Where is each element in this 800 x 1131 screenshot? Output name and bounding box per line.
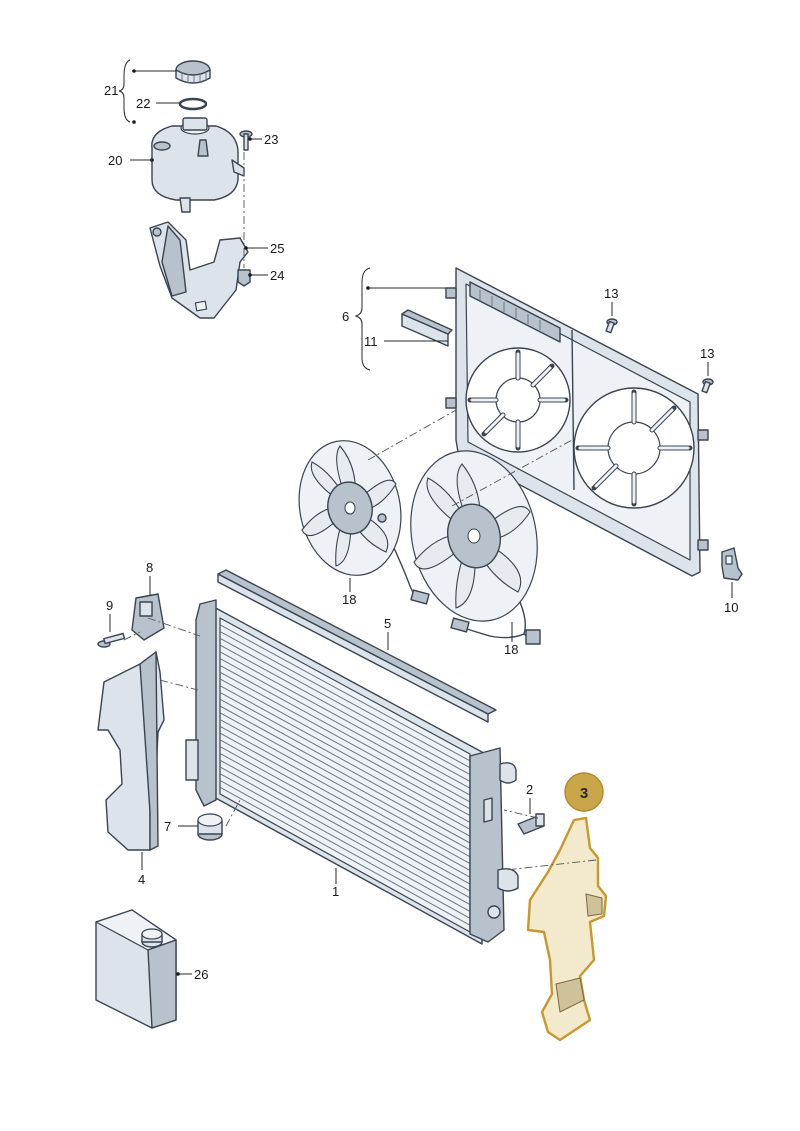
fan-left[interactable] — [287, 431, 430, 605]
radiator-fin — [219, 705, 471, 844]
radiator-fin — [219, 752, 471, 892]
radiator-fin — [219, 739, 471, 878]
radiator-fin — [219, 664, 471, 803]
expansion-tank-group — [149, 60, 253, 319]
label-8: 8 — [146, 560, 153, 575]
clip-24[interactable] — [237, 269, 251, 287]
screw-23[interactable] — [239, 130, 253, 151]
radiator-fin — [219, 685, 471, 823]
radiator-fin — [219, 644, 471, 782]
label-10: 10 — [724, 600, 738, 615]
fan-shroud[interactable] — [445, 267, 709, 577]
label-11: 11 — [364, 334, 378, 349]
label-7: 7 — [164, 819, 171, 834]
radiator-fin — [219, 786, 471, 926]
label-5: 5 — [384, 616, 391, 631]
label-25: 25 — [270, 241, 284, 256]
assembly-lines — [123, 409, 597, 871]
bracket-10[interactable] — [721, 547, 743, 581]
radiator-fin — [219, 692, 471, 830]
radiator-fin — [219, 671, 471, 810]
seal-strip[interactable] — [401, 309, 453, 347]
label-13b: 13 — [700, 346, 714, 361]
fan-right[interactable] — [395, 439, 552, 645]
label-1: 1 — [332, 884, 339, 899]
rubber-mount-7[interactable] — [197, 813, 223, 841]
label-23: 23 — [264, 132, 278, 147]
label-21: 21 — [104, 83, 118, 98]
tank-bracket[interactable] — [149, 221, 249, 319]
temperature-sensor[interactable] — [517, 813, 545, 835]
label-22: 22 — [136, 96, 150, 111]
radiator-fin — [219, 712, 471, 851]
radiator[interactable] — [185, 599, 519, 945]
radiator-fin — [219, 624, 471, 762]
label-18a: 18 — [342, 592, 356, 607]
radiator-fin — [219, 678, 471, 817]
label-24: 24 — [270, 268, 284, 283]
label-6: 6 — [342, 309, 349, 324]
rubber-mount-8[interactable] — [131, 593, 165, 641]
radiator-fin — [219, 725, 471, 864]
radiator-fin — [219, 780, 471, 919]
coolant-canister[interactable] — [95, 909, 177, 1029]
highlighted-air-guide-3[interactable] — [526, 816, 608, 1042]
screw-13a[interactable] — [605, 318, 618, 334]
part-3-badge: 3 — [564, 772, 604, 812]
radiator-fin — [219, 637, 471, 775]
air-guide-left[interactable] — [97, 651, 165, 851]
radiator-fin — [219, 698, 471, 837]
radiator-fin — [219, 766, 471, 906]
label-2: 2 — [526, 782, 533, 797]
label-20: 20 — [108, 153, 122, 168]
expansion-tank[interactable] — [151, 117, 245, 213]
label-26: 26 — [194, 967, 208, 982]
reservoir-cap[interactable] — [175, 60, 211, 84]
label-4: 4 — [138, 872, 145, 887]
leader-lines — [109, 59, 733, 976]
radiator-fin — [219, 631, 471, 769]
label-9: 9 — [106, 598, 113, 613]
label-13a: 13 — [604, 286, 618, 301]
label-18b: 18 — [504, 642, 518, 657]
top-seal-strip[interactable] — [217, 569, 497, 723]
part-3-badge-text: 3 — [580, 785, 588, 802]
radiator-fin — [219, 773, 471, 912]
radiator-fin — [219, 746, 471, 885]
radiator-fin — [219, 759, 471, 899]
callout-labels: 21 22 20 23 25 24 6 11 13 13 10 18 18 8 … — [104, 83, 738, 982]
seal-ring[interactable] — [178, 97, 208, 111]
radiator-fin — [219, 658, 471, 796]
radiator-fin — [219, 719, 471, 858]
screw-13b[interactable] — [701, 378, 714, 394]
radiator-fin — [219, 651, 471, 789]
radiator-fin — [219, 732, 471, 871]
screw-9[interactable] — [97, 632, 126, 648]
